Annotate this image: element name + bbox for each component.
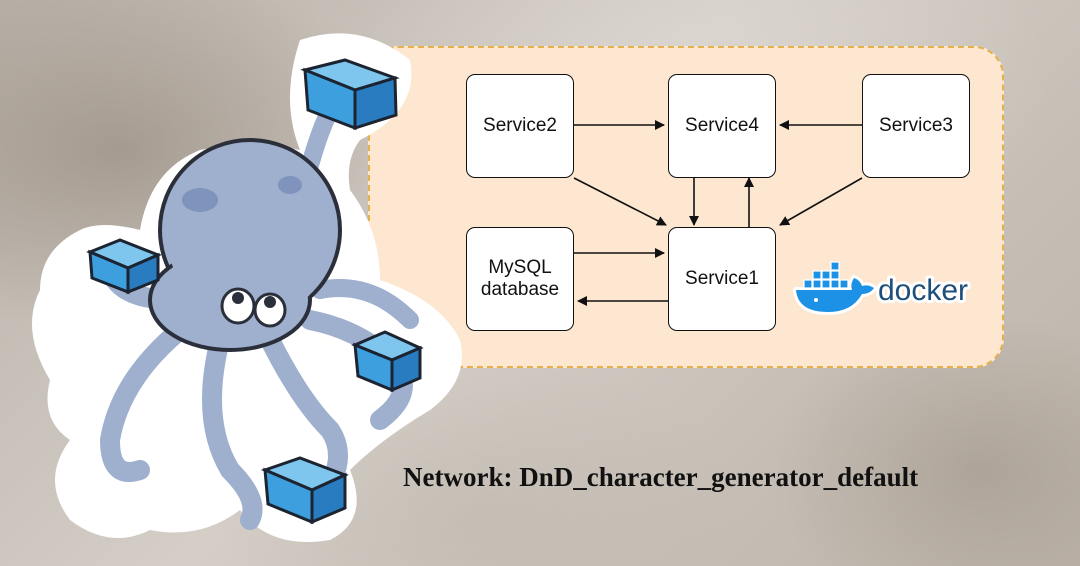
docker-compose-octopus-icon (32, 33, 462, 542)
network-caption: Network: DnD_character_generator_default (403, 462, 919, 492)
node-service2: Service2 (466, 74, 574, 178)
docker-whale-icon (793, 261, 877, 315)
docker-logo-text: docker (878, 274, 968, 307)
node-service3-label: Service3 (879, 115, 953, 136)
node-mysql-database: MySQL database (466, 227, 574, 331)
edge-service3-service1 (779, 177, 863, 226)
node-service4: Service4 (668, 74, 776, 178)
docker-logo: docker docker (793, 261, 971, 315)
node-service1-label: Service1 (685, 268, 759, 289)
node-service2-label: Service2 (483, 115, 557, 136)
docker-logo-text-outline: docker (878, 274, 968, 307)
node-service3: Service3 (862, 74, 970, 178)
edge-service2-service1 (573, 177, 667, 226)
node-mysql-label-line1: MySQL (488, 257, 552, 278)
node-service4-label: Service4 (685, 115, 759, 136)
node-mysql-label-line2: database (480, 279, 560, 300)
node-service1: Service1 (668, 227, 776, 331)
